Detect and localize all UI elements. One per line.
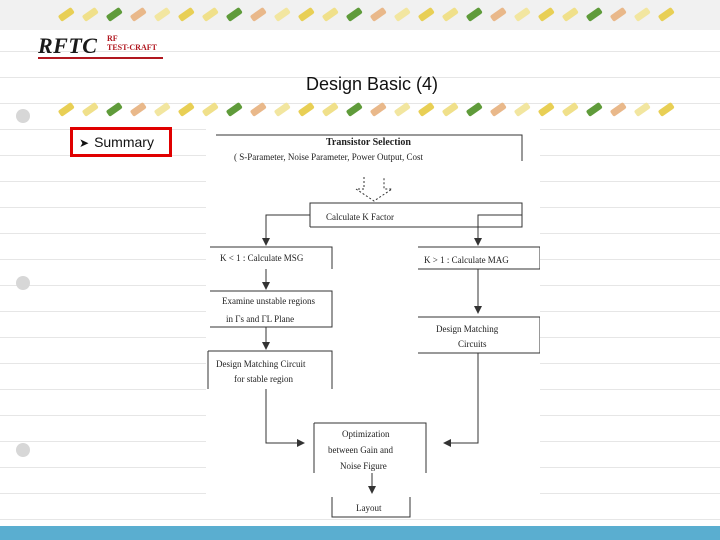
summary-label: Summary <box>94 134 154 150</box>
pencil-icon <box>130 7 147 22</box>
pencil-icon <box>538 7 555 22</box>
k-factor-label: Calculate K Factor <box>326 212 394 222</box>
bottom-accent-bar <box>0 526 720 540</box>
pencil-icon <box>538 102 555 117</box>
dmc-stable-box <box>207 350 333 389</box>
unstable-label-1: Examine unstable regions <box>222 296 315 306</box>
line-right-to-opt <box>443 353 479 447</box>
pencil-icon <box>106 7 123 22</box>
k-lt-box <box>210 246 333 269</box>
pencil-icon <box>442 102 459 117</box>
pencil-icon <box>274 7 291 22</box>
pencil-icon <box>106 102 123 117</box>
pencil-icon <box>610 102 627 117</box>
pencil-icon <box>490 102 507 117</box>
pencil-icon <box>418 7 435 22</box>
top-band <box>0 0 720 30</box>
pencil-icon <box>634 102 651 117</box>
pencil-icon <box>274 102 291 117</box>
pencil-icon <box>322 7 339 22</box>
pencil-icon <box>82 7 99 22</box>
pencil-icon <box>226 7 243 22</box>
optimization-box <box>313 422 427 473</box>
unstable-label-2: in Γs and ΓL Plane <box>226 314 294 324</box>
pencil-icon <box>82 102 99 117</box>
logo-testcraft-text: TEST-CRAFT <box>107 43 157 52</box>
pencil-icon <box>370 7 387 22</box>
dmc-label-2: Circuits <box>458 339 487 349</box>
pencil-icon <box>610 7 627 22</box>
k-lt-label: K < 1 : Calculate MSG <box>220 253 304 263</box>
pencil-icon <box>586 102 603 117</box>
pencil-icon <box>58 102 75 117</box>
unstable-box <box>210 290 333 328</box>
line-left-to-opt <box>265 389 305 447</box>
pencil-icon <box>658 7 675 22</box>
pencil-icon <box>442 7 459 22</box>
logo-main-text: RFTC <box>38 33 98 58</box>
pencil-icon <box>514 102 531 117</box>
pencil-icon <box>322 102 339 117</box>
binder-hole-3 <box>16 443 30 457</box>
pencil-icon <box>514 7 531 22</box>
pencil-icon <box>346 7 363 22</box>
pencil-icon <box>562 7 579 22</box>
dmc-label-1: Design Matching <box>436 324 499 334</box>
split-line-right <box>474 214 522 246</box>
layout-label: Layout <box>356 503 382 513</box>
slide-title: Design Basic (4) <box>305 74 439 94</box>
design-flowchart: Transistor Selection ( S-Parameter, Nois… <box>206 127 540 519</box>
pencil-decoration-top <box>58 7 675 22</box>
pencil-icon <box>202 7 219 22</box>
pencil-icon <box>250 102 267 117</box>
dmc-stable-label-1: Design Matching Circuit <box>216 359 306 369</box>
pencil-icon <box>394 102 411 117</box>
opt-label-3: Noise Figure <box>340 461 387 471</box>
k-gt-box <box>418 246 540 270</box>
pencil-icon <box>370 102 387 117</box>
opt-label-1: Optimization <box>342 429 390 439</box>
logo-underline <box>38 57 163 59</box>
summary-bullet: ➤ Summary <box>70 127 172 157</box>
binder-hole-1 <box>16 109 30 123</box>
layout-box <box>331 497 411 518</box>
bullet-arrow-icon: ➤ <box>79 136 90 150</box>
pencil-icon <box>178 7 195 22</box>
pencil-icon <box>58 7 75 22</box>
k-factor-box <box>309 202 523 228</box>
pencil-icon <box>466 102 483 117</box>
pencil-icon <box>658 102 675 117</box>
split-line-left <box>262 214 310 246</box>
logo-rf-text: RF <box>107 34 118 43</box>
transistor-subtitle: ( S-Parameter, Noise Parameter, Power Ou… <box>234 152 423 162</box>
pencil-decoration-middle <box>58 102 675 117</box>
pencil-icon <box>202 102 219 117</box>
pencil-icon <box>298 7 315 22</box>
transistor-box <box>216 134 523 161</box>
rftc-logo: RFTC RF TEST-CRAFT <box>38 33 168 59</box>
binder-hole-2 <box>16 276 30 290</box>
transistor-title: Transistor Selection <box>326 137 411 148</box>
pencil-icon <box>130 102 147 117</box>
pencil-icon <box>250 7 267 22</box>
pencil-icon <box>418 102 435 117</box>
pencil-icon <box>298 102 315 117</box>
pencil-icon <box>154 7 171 22</box>
k-gt-label: K > 1 : Calculate MAG <box>424 255 509 265</box>
pencil-icon <box>562 102 579 117</box>
pencil-icon <box>154 102 171 117</box>
pencil-icon <box>226 102 243 117</box>
pencil-icon <box>586 7 603 22</box>
pencil-icon <box>394 7 411 22</box>
opt-label-2: between Gain and <box>328 445 393 455</box>
dashed-arrow <box>354 177 394 202</box>
pencil-icon <box>178 102 195 117</box>
pencil-icon <box>490 7 507 22</box>
dmc-stable-label-2: for stable region <box>234 374 293 384</box>
pencil-icon <box>634 7 651 22</box>
pencil-icon <box>346 102 363 117</box>
dmc-box <box>418 316 540 354</box>
pencil-icon <box>466 7 483 22</box>
